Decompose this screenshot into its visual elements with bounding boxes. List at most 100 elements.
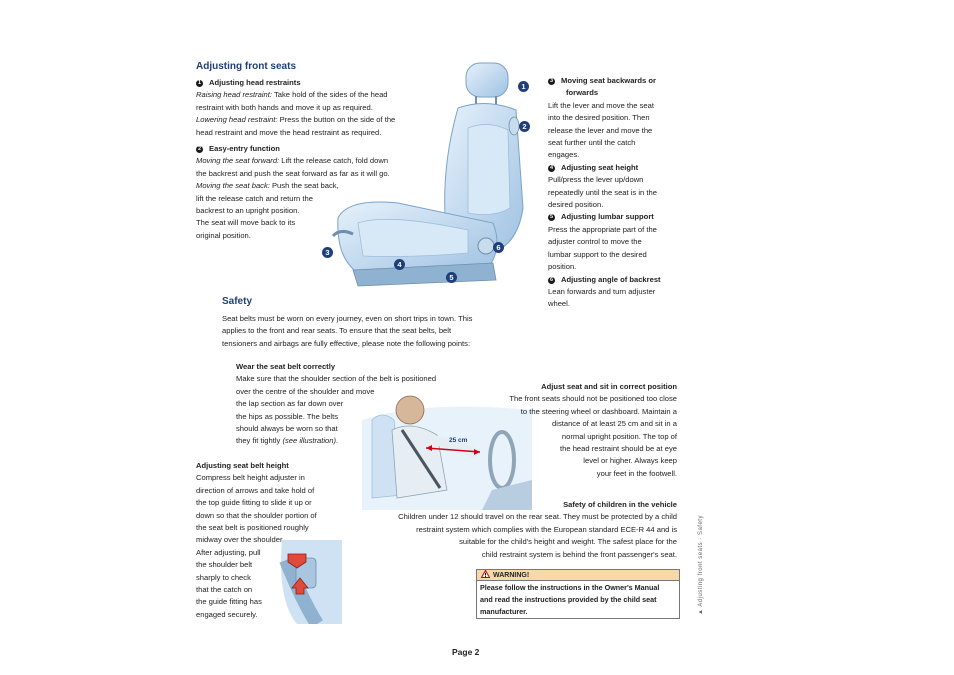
step-number-3: 3 [548,78,555,85]
item-4-line: Pull/press the lever up/down [548,175,644,185]
belt-height-line: Compress belt height adjuster in [196,473,305,483]
easy-entry-heading: Easy-entry function [209,144,280,153]
adjust-seat-line: the head restraint should be at eye [560,444,677,454]
seat-callout-3: 3 [322,247,333,258]
belt-height-line: midway over the shoulder. [196,535,285,545]
warning-line: Please follow the instructions in the Ow… [480,583,660,592]
item-3-line: Lift the lever and move the seat [548,100,654,110]
step-number-1: 1 [196,80,203,87]
safety-intro-line: tensioners and airbags are fully effecti… [222,338,471,348]
wear-belt-line: Make sure that the shoulder section of t… [236,374,437,384]
belt-height-line: the guide fitting has [196,597,262,607]
warning-box: WARNING! Please follow the instructions … [476,569,680,619]
lower-label: Lowering head restraint: [196,115,278,125]
back-text-3: original position. [196,230,251,240]
step-number-2: 2 [196,146,203,153]
seat-illustration [331,62,524,287]
wear-belt-heading: Wear the seat belt correctly [236,362,336,371]
belt-height-line: that the catch on [196,585,253,595]
lower-text: Press the button on the side of the [277,115,396,125]
item-3-line: seat further until the catch [548,138,636,148]
step-number-5: 5 [548,214,555,222]
belt-height-line: the top guide fitting to slide it up or [196,498,312,508]
item-3-heading-1: Moving seat backwards or [561,76,656,85]
children-line: restraint system which complies with the… [416,524,677,534]
adjust-seat-line: normal upright position. The top of [561,431,677,441]
seat-callout-4: 4 [394,259,405,270]
children-line: child restraint system is behind the fro… [481,549,677,559]
raise-text-2: restraint with both hands and move it up… [196,102,373,112]
adjust-seat-line: level or higher. Always keep [583,456,677,466]
belt-adjuster-illustration [279,540,342,624]
belt-height-block: Adjusting seat belt height Compress belt… [196,460,376,621]
forward-text: Lift the release catch, fold down [279,156,389,166]
section-title-adjusting: Adjusting front seats [196,61,297,72]
item-5-line: position. [548,262,577,272]
forward-text-2: the backrest and push the seat forward a… [196,168,390,178]
distance-label: 25 cm [449,437,468,444]
adjust-seat-line: your feet in the footwell. [596,468,677,478]
warning-title: WARNING! [493,572,530,579]
belt-height-line: down so that the shoulder portion of [196,510,317,520]
safety-intro-line: Seat belts must be worn on every journey… [222,314,473,323]
item-3-line: into the desired position. Then [548,113,650,123]
wear-belt-block: Wear the seat belt correctly Make sure t… [236,361,476,448]
children-block: Safety of children in the vehicle Childr… [360,499,677,561]
warning-line: and read the instructions provided by th… [480,595,657,604]
item-6-line: Lean forwards and turn adjuster [548,286,656,296]
warning-line: manufacturer. [480,607,528,616]
lower-text-2: head restraint and move the head restrai… [196,127,382,137]
see-illustration: (see illustration) [282,436,337,446]
belt-height-line: After adjusting, pull [196,547,261,557]
children-line: suitable for the child's height and weig… [459,537,677,547]
raise-text: Take hold of the sides of the head [271,90,388,100]
adjust-seat-line: distance of at least 25 cm and sit in a [552,419,677,429]
item-4-line: repeatedly until the seat is in the [548,187,657,197]
seat-callout-5: 5 [446,272,457,283]
wear-belt-line: the lap section as far down over [236,399,344,409]
item-5-heading: Adjusting lumbar support [561,212,654,222]
step-number-6: 6 [548,276,555,284]
wear-belt-period: . [336,436,339,446]
side-tab-label: ▲ Adjusting front seats · Safety [698,515,704,615]
item-5-line: adjuster control to move the [548,237,642,247]
easy-entry-block: 2 Easy-entry function Moving the seat for… [196,143,436,242]
back-text-2: The seat will move back to its [196,218,296,228]
back-label: Moving the seat back: [196,181,270,191]
item-4-heading: Adjusting seat height [561,162,639,172]
item-4-line: desired position. [548,200,604,210]
adjust-seat-line: The front seats should not be positioned… [509,394,677,404]
item-5-line: Press the appropriate part of the [548,224,657,234]
wear-belt-last: they fit tightly [236,436,283,446]
seat-callout-6: 6 [493,242,504,253]
belt-height-line: direction of arrows and take hold of [196,485,315,495]
driver-position-illustration [362,395,532,510]
item-6-heading: Adjusting angle of backrest [561,274,661,284]
item-3-line: engages. [548,150,580,160]
children-heading: Safety of children in the vehicle [563,500,677,509]
back-text: Push the seat back, [269,181,339,191]
forward-label: Moving the seat forward: [196,156,280,166]
side-tab: ▲ Adjusting front seats · Safety [698,495,710,615]
adjust-seat-block: Adjust seat and sit in correct position … [466,381,677,480]
safety-intro-line: applies to the front and rear seats. To … [222,326,452,336]
item-3-line: release the lever and move the [548,125,653,135]
adjust-seat-line: to the steering wheel or dashboard. Main… [520,406,677,416]
belt-height-line: the seat belt is positioned roughly [196,523,309,533]
warning-body: Please follow the instructions in the Ow… [477,581,679,619]
seat-callout-1: 1 [518,81,529,92]
page-number: Page 2 [452,647,480,657]
wear-belt-line: the hips as possible. The belts [236,411,339,421]
section-title-safety: Safety [222,296,253,307]
belt-height-line: engaged securely. [196,609,258,619]
back-text-1: backrest to an upright position. [196,206,300,216]
item-6-line: wheel. [548,299,570,309]
raise-label: Raising head restraint: [196,90,272,100]
wear-belt-line: should always be worn so that [236,424,338,434]
warning-header: WARNING! [477,569,679,581]
wear-belt-line: over the centre of the shoulder and move [236,386,375,396]
belt-height-line: sharply to check [196,572,251,582]
children-line: Children under 12 should travel on the r… [398,512,677,522]
